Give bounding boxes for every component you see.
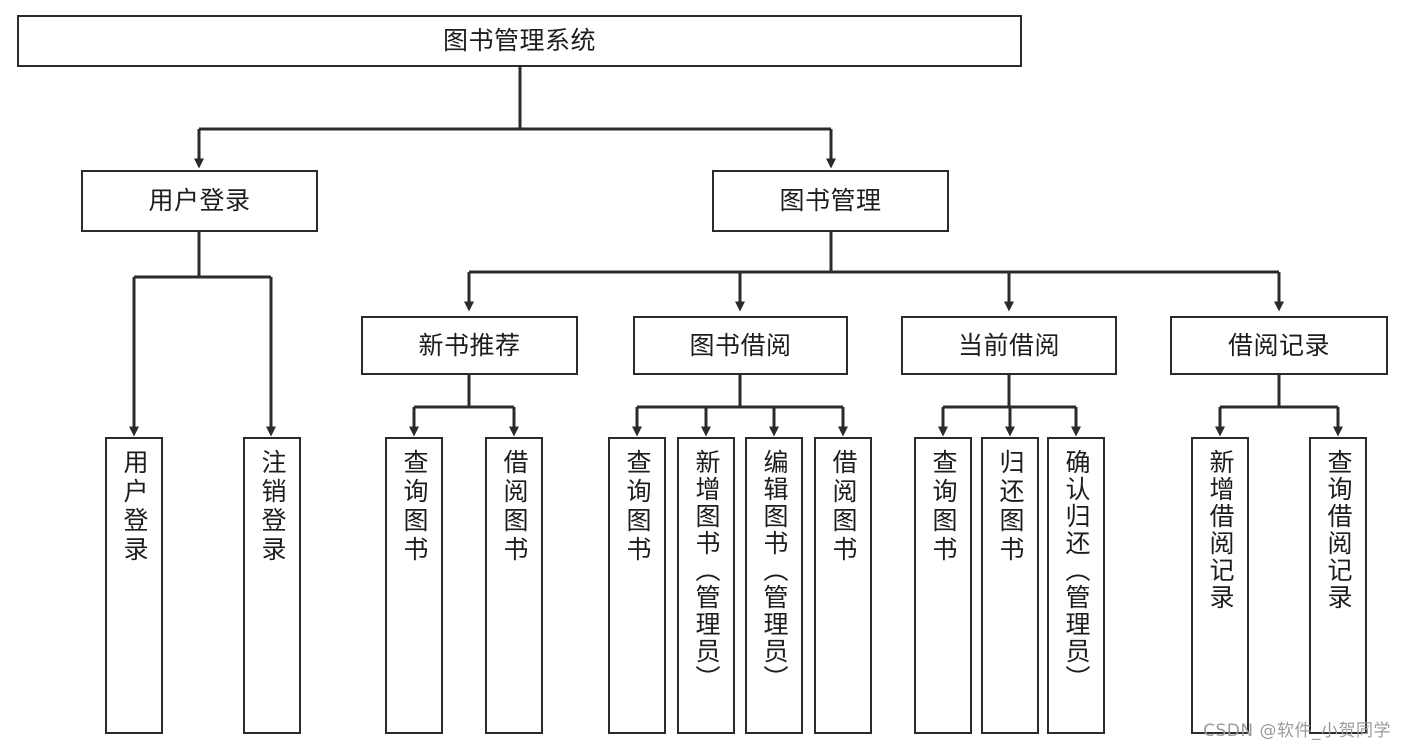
node-label: 图书借阅 (689, 330, 792, 360)
node-label: 当前借阅 (957, 330, 1060, 360)
node-label: 图书管理 (779, 186, 882, 216)
node-label: 注销登录 (258, 449, 287, 565)
leaf-current-confirm-return-admin[interactable]: 确认归还（管理员） (1047, 437, 1105, 734)
node-borrowing-record[interactable]: 借阅记录 (1170, 316, 1388, 375)
node-new-book-recommendation[interactable]: 新书推荐 (361, 316, 578, 375)
node-label: 编辑图书（管理员） (760, 449, 789, 692)
csdn-watermark: CSDN @软件_小贺同学 (1203, 721, 1391, 741)
node-book-management[interactable]: 图书管理 (712, 170, 949, 232)
leaf-borrow-query-book[interactable]: 查询图书 (608, 437, 666, 734)
node-label: 借阅图书 (500, 449, 529, 565)
node-label: 用户登录 (148, 186, 251, 216)
leaf-record-add-borrow-record[interactable]: 新增借阅记录 (1191, 437, 1249, 734)
leaf-record-query-borrow-record[interactable]: 查询借阅记录 (1309, 437, 1367, 734)
node-label: 新增借阅记录 (1206, 449, 1235, 611)
node-label: 查询图书 (929, 449, 958, 565)
leaf-borrow-add-book-admin[interactable]: 新增图书（管理员） (677, 437, 735, 734)
node-book-borrowing[interactable]: 图书借阅 (633, 316, 848, 375)
leaf-new-book-borrow-book[interactable]: 借阅图书 (485, 437, 543, 734)
node-label: 借阅记录 (1227, 330, 1330, 360)
node-user-login[interactable]: 用户登录 (81, 170, 318, 232)
node-current-borrowing[interactable]: 当前借阅 (901, 316, 1117, 375)
node-label: 用户登录 (120, 449, 149, 565)
node-label: 借阅图书 (829, 449, 858, 565)
node-label: 查询图书 (400, 449, 429, 565)
node-label: 确认归还（管理员） (1062, 449, 1091, 692)
leaf-user-login-logout[interactable]: 注销登录 (243, 437, 301, 734)
leaf-borrow-edit-book-admin[interactable]: 编辑图书（管理员） (745, 437, 803, 734)
leaf-new-book-query-book[interactable]: 查询图书 (385, 437, 443, 734)
leaf-user-login-login[interactable]: 用户登录 (105, 437, 163, 734)
leaf-borrow-borrow-book[interactable]: 借阅图书 (814, 437, 872, 734)
node-label: 新增图书（管理员） (692, 449, 721, 692)
node-label: 归还图书 (996, 449, 1025, 565)
node-root-book-management-system[interactable]: 图书管理系统 (17, 15, 1022, 67)
node-label: 查询借阅记录 (1324, 449, 1353, 611)
node-label: 图书管理系统 (442, 26, 596, 56)
leaf-current-return-book[interactable]: 归还图书 (981, 437, 1039, 734)
node-label: 新书推荐 (418, 330, 521, 360)
node-label: 查询图书 (623, 449, 652, 565)
leaf-current-query-book[interactable]: 查询图书 (914, 437, 972, 734)
